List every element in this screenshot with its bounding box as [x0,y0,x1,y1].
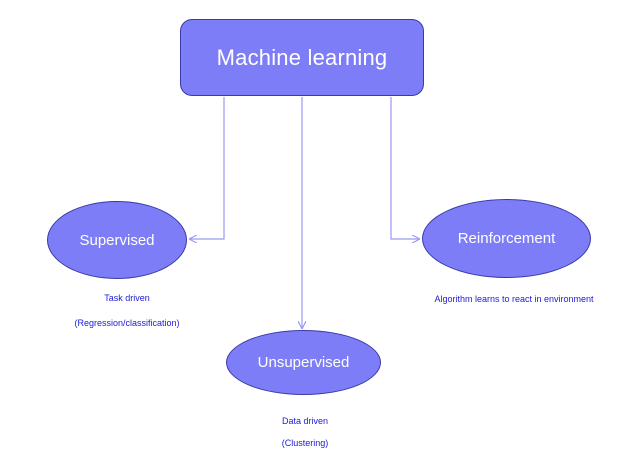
root-node-machine-learning: Machine learning [180,19,424,96]
node-supervised-label: Supervised [79,231,155,249]
node-reinforcement-label: Reinforcement [457,230,556,247]
node-unsupervised: Unsupervised [226,330,381,395]
node-reinforcement: Reinforcement [422,199,591,278]
root-node-label: Machine learning [216,44,388,70]
unsupervised-caption-line2: (Clustering) [281,438,329,448]
node-unsupervised-label: Unsupervised [257,354,350,371]
connector-to-supervised [190,97,225,239]
connector-to-reinforcement [390,97,419,239]
reinforcement-caption-line1: Algorithm learns to react in environment [434,294,594,304]
unsupervised-caption-line1: Data driven [281,416,329,426]
supervised-caption-line2: (Regression/classification) [74,318,180,328]
node-supervised: Supervised [47,201,187,279]
supervised-caption-line1: Task driven [104,293,150,303]
